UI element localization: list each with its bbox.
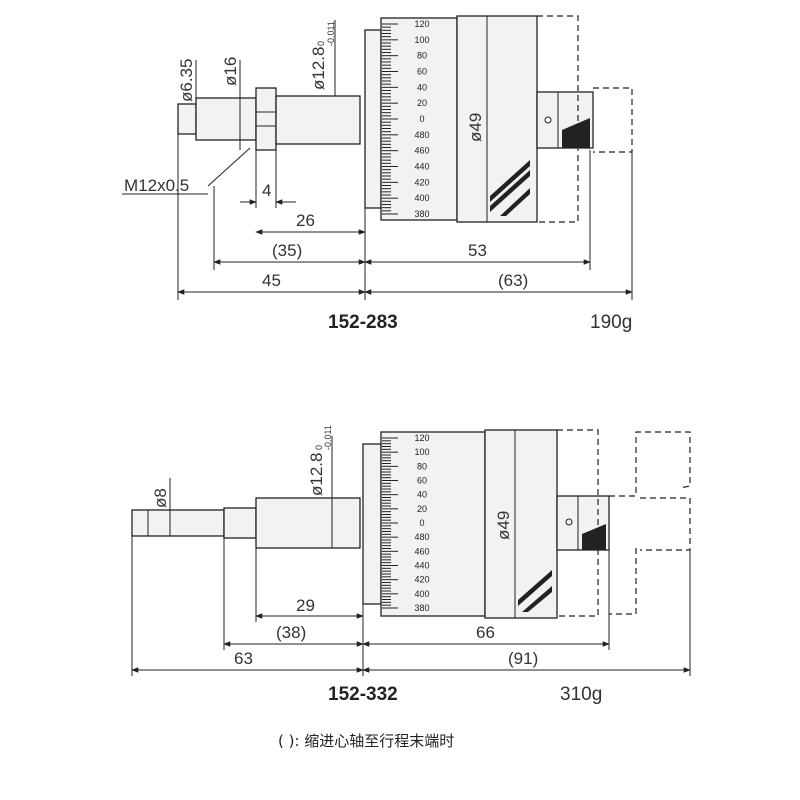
top-dim-63: (63): [498, 271, 528, 290]
top-ratchet-screw: [544, 116, 552, 124]
top-dim-d16: ø16: [221, 57, 240, 86]
bottom-scale-label: 120: [414, 433, 429, 443]
bottom-scale-label: 60: [417, 476, 427, 486]
bottom-dim-d128: ø12.8: [307, 453, 326, 496]
bottom-dim-38: (38): [276, 623, 306, 642]
bottom-dim-d128-tol-hi: 0: [314, 445, 324, 450]
bottom-weight: 310g: [560, 684, 602, 705]
bottom-dashed-envelope-3: [640, 497, 691, 551]
top-dim-d49: ø49: [466, 113, 485, 142]
bottom-thimble-collar: [362, 443, 382, 605]
bottom-dim-d128-tol: -0.011: [323, 425, 333, 450]
top-scale-label: 100: [414, 35, 429, 45]
top-thimble-collar: [364, 29, 382, 209]
top-dim-thread: M12x0.5: [124, 176, 189, 195]
bottom-dim-63: 63: [234, 649, 253, 668]
top-scale-label: 40: [417, 82, 427, 92]
top-dim-45: 45: [262, 271, 281, 290]
top-scale-label: 440: [414, 162, 429, 172]
top-knurl-hatch: [490, 160, 530, 216]
top-dim-d128-tol: -0.011: [326, 21, 336, 46]
top-dashed-envelope-2: [593, 87, 633, 153]
bottom-scale-label: 460: [414, 546, 429, 556]
top-dim-53: 53: [468, 241, 487, 260]
top-dim-26: 26: [296, 211, 315, 230]
bottom-dim-d8: ø8: [151, 488, 170, 508]
top-clamp-nut: [255, 87, 277, 151]
top-scale-label: 480: [414, 130, 429, 140]
top-dashed-envelope-1: [537, 15, 579, 223]
top-dim-d128-tol-hi: 0: [316, 41, 326, 46]
top-spindle: [195, 97, 257, 141]
top-scale-label: 400: [414, 193, 429, 203]
bottom-scale-label: 100: [414, 447, 429, 457]
bottom-dashed-envelope-2: [609, 431, 691, 497]
bottom-ratchet-screw: [565, 518, 573, 526]
bottom-micrometer-drawing: 120 100 80 60 40 20 0 480 460 440 420 400 380 ø8 ø12…: [131, 425, 691, 705]
bottom-scale-label: 400: [414, 589, 429, 599]
top-scale-label: 420: [414, 177, 429, 187]
bottom-thimble-body: [484, 429, 558, 619]
bottom-sleeve: [255, 497, 361, 549]
bottom-scale-label: 80: [417, 461, 427, 471]
bottom-thimble-scale: 120 100 80 60 40 20 0 480 460 440 420 400 380: [382, 433, 430, 613]
bottom-knurl-hatch: [518, 570, 552, 612]
bottom-dashed-envelope-1: [557, 429, 599, 617]
bottom-model-number: 152-332: [328, 684, 398, 705]
top-scale-label: 460: [414, 146, 429, 156]
top-scale-label: 80: [417, 51, 427, 61]
footnote: ( ): 缩进心轴至行程末端时: [278, 732, 454, 750]
bottom-scale-label: 380: [414, 603, 429, 613]
bottom-scale-label: 40: [417, 490, 427, 500]
top-scale-label: 20: [417, 98, 427, 108]
bottom-thimble: [380, 431, 486, 617]
bottom-sleeve-step: [223, 507, 257, 539]
bottom-dim-d49: ø49: [494, 511, 513, 540]
bottom-scale-label: 0: [419, 518, 424, 528]
top-sleeve: [275, 95, 361, 145]
top-dim-d128: ø12.8: [309, 47, 328, 90]
top-model-number: 152-283: [328, 312, 398, 333]
bottom-spindle: [131, 509, 225, 537]
top-thimble-scale: 120 100 80 60 40 20 0 480 460 440 420 400 380: [382, 19, 430, 219]
top-dim-d635: ø6.35: [177, 59, 196, 102]
top-weight: 190g: [590, 312, 632, 333]
top-scale-label: 60: [417, 67, 427, 77]
top-scale-label: 0: [419, 114, 424, 124]
top-scale-label: 120: [414, 19, 429, 29]
top-thimble-body: [456, 15, 538, 223]
bottom-dim-29: 29: [296, 596, 315, 615]
bottom-scale-label: 480: [414, 532, 429, 542]
bottom-dim-66: 66: [476, 623, 495, 642]
bottom-scale-label: 20: [417, 504, 427, 514]
top-dim-35: (35): [272, 241, 302, 260]
top-spindle-tip: [177, 103, 197, 135]
top-dim-4: 4: [262, 181, 271, 200]
bottom-dashed-envelope-4: [609, 548, 637, 615]
top-scale-label: 380: [414, 209, 429, 219]
bottom-scale-label: 440: [414, 561, 429, 571]
bottom-dim-91: (91): [508, 649, 538, 668]
bottom-scale-label: 420: [414, 575, 429, 585]
